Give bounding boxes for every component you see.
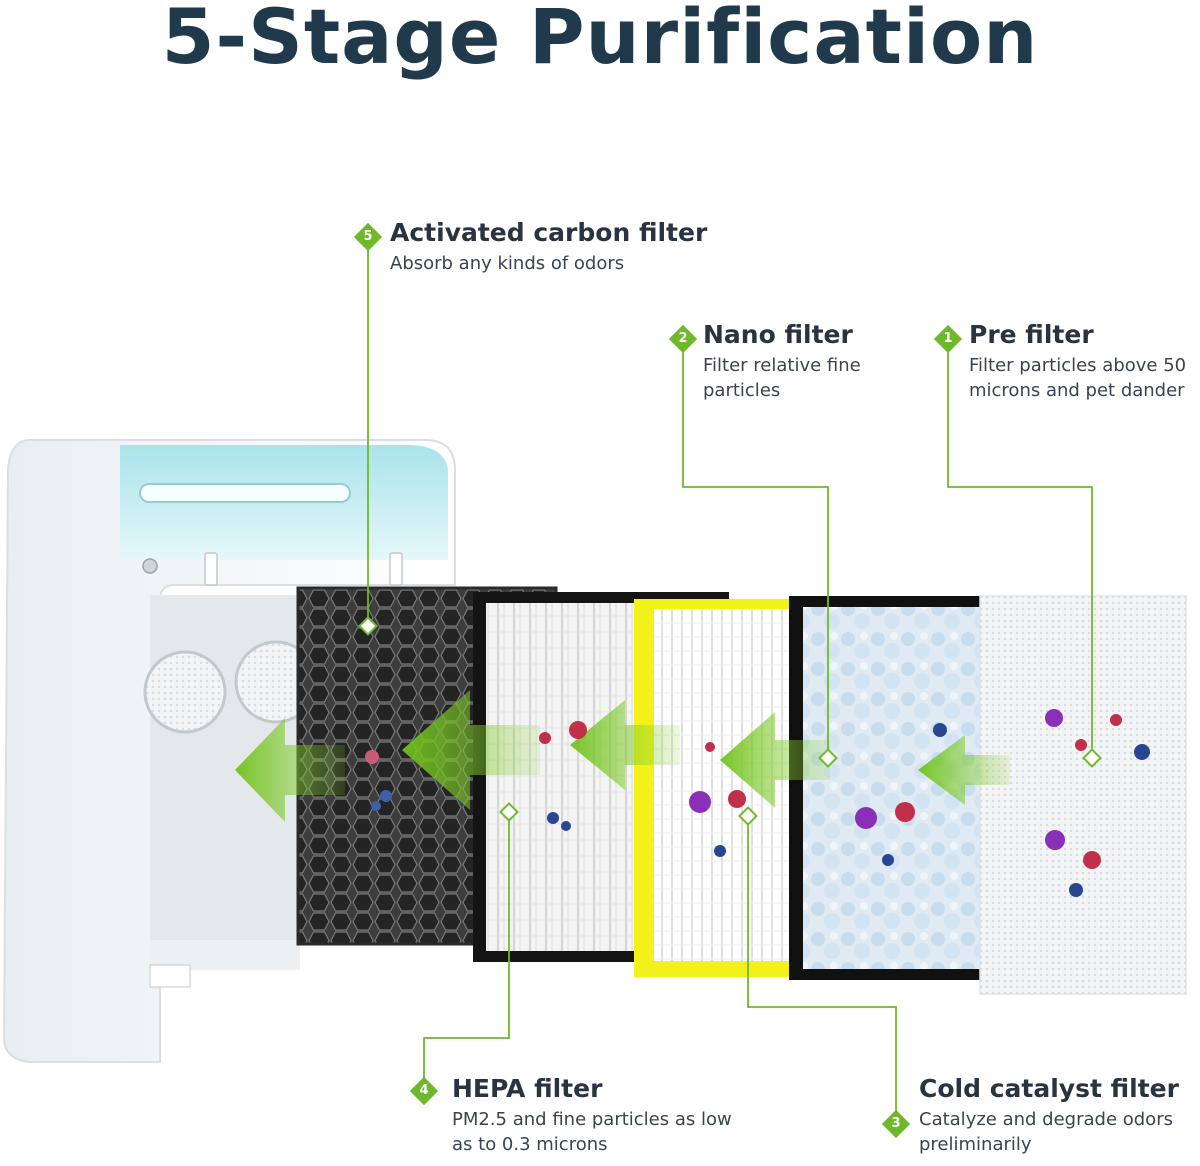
leader-endpoints: [358, 616, 1102, 826]
pre-filter: [979, 595, 1187, 995]
stage-5-description: Absorb any kinds of odors: [390, 253, 625, 274]
stage-2-name: Nano filter: [703, 320, 853, 349]
stage-3-label: Cold catalyst filter Catalyze and degrad…: [919, 1074, 1194, 1157]
stage-2-description: Filter relative fine particles: [703, 355, 861, 401]
page-title: 5-Stage Purification: [161, 0, 1039, 81]
stage-4-badge: 4: [409, 1076, 439, 1106]
stage-4-description: PM2.5 and fine particles as low as to 0.…: [452, 1109, 732, 1155]
stage-5-name: Activated carbon filter: [390, 218, 708, 247]
stage-3-name: Cold catalyst filter: [919, 1074, 1179, 1103]
stage-3-badge: 3: [881, 1109, 911, 1139]
stage-1-badge: 1: [933, 324, 963, 354]
stage-3-description: Catalyze and degrade odors preliminarily: [919, 1109, 1173, 1155]
stage-4-name: HEPA filter: [452, 1074, 603, 1103]
stage-2-badge: 2: [668, 324, 698, 354]
purifier-body: [2, 439, 456, 1063]
stage-5-badge: 5: [353, 222, 383, 252]
stage-1-description: Filter particles above 50 microns and pe…: [969, 355, 1187, 401]
leader-lines: [367, 248, 1093, 1124]
stage-1-label: Pre filter Filter particles above 50 mic…: [969, 320, 1197, 403]
stage-1-name: Pre filter: [969, 320, 1094, 349]
stage-4-label: HEPA filter PM2.5 and fine particles as …: [452, 1074, 742, 1157]
airflow-arrows: [235, 690, 1010, 822]
stage-2-label: Nano filter Filter relative fine particl…: [703, 320, 903, 403]
particles: [365, 709, 1150, 897]
stage-5-label: Activated carbon filter Absorb any kinds…: [390, 218, 720, 276]
